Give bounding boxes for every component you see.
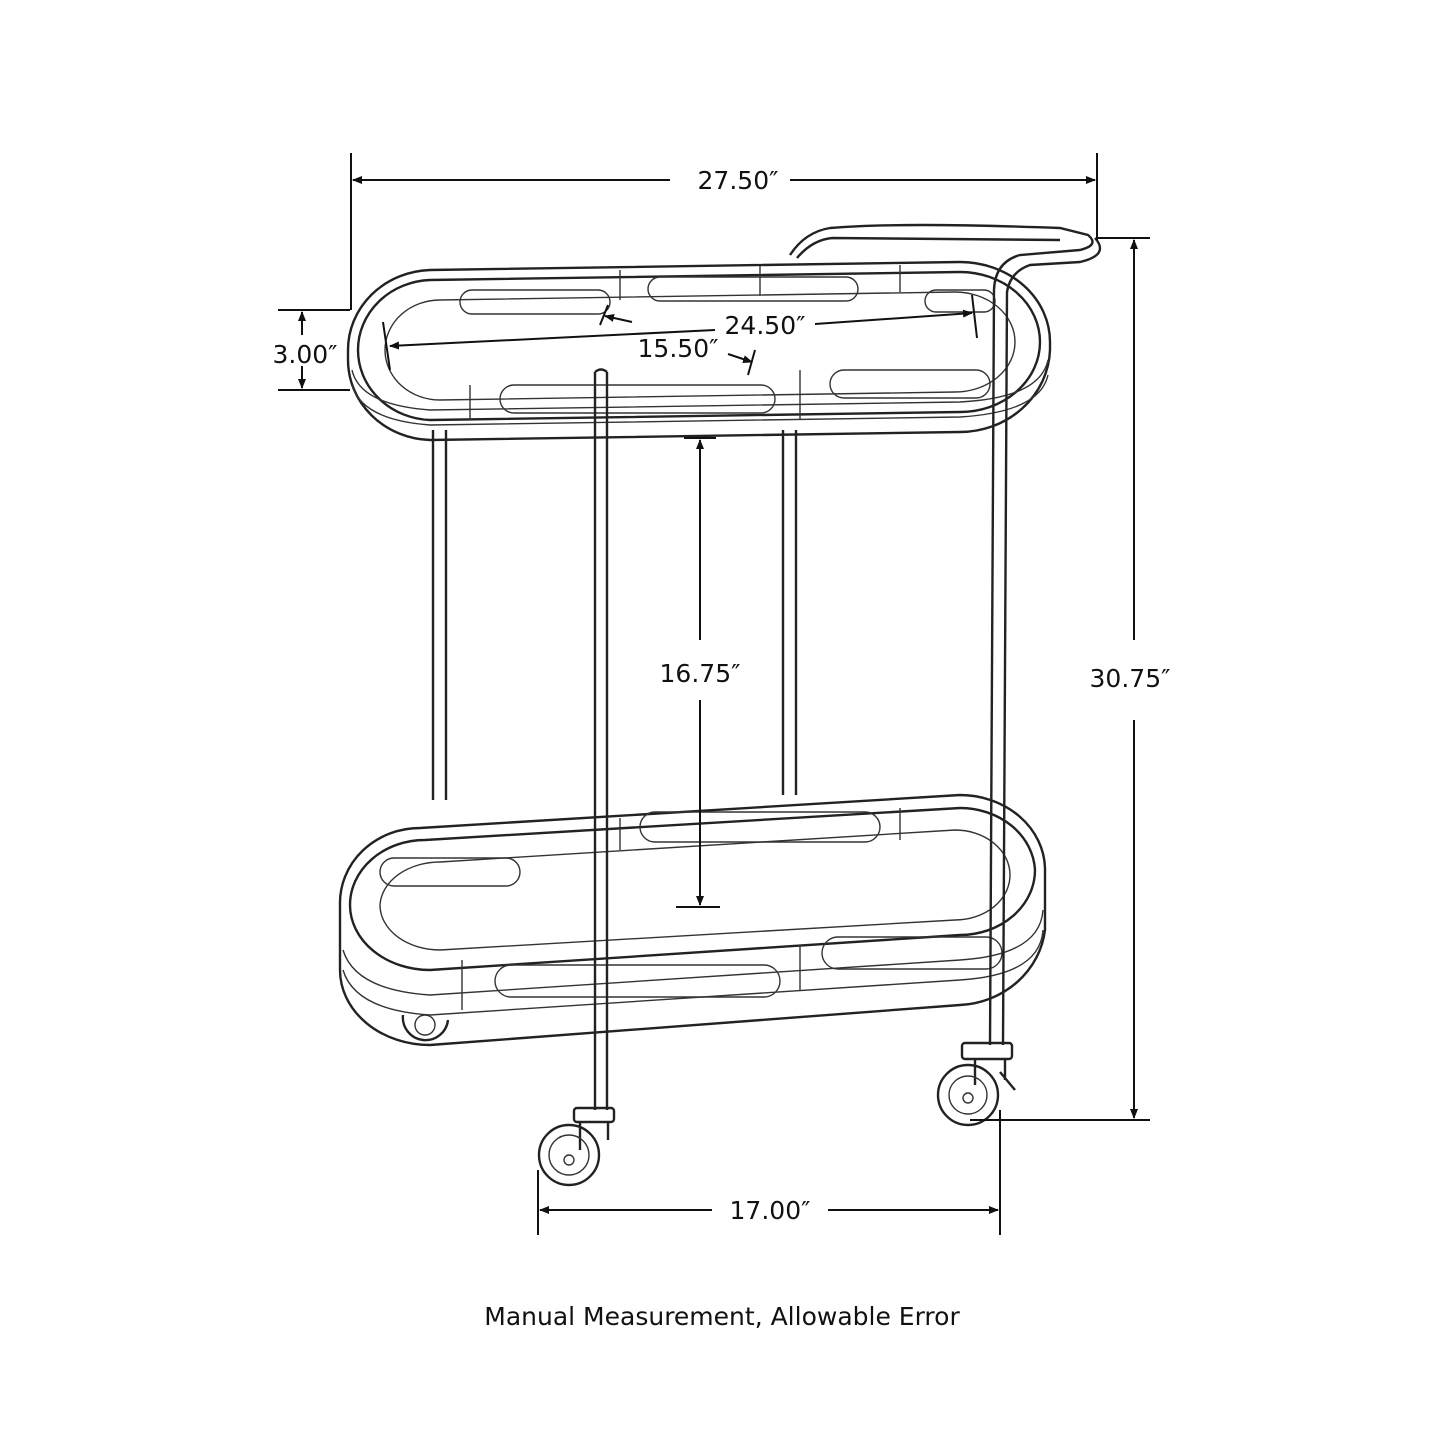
shelf-depth-label: 15.50″: [638, 334, 719, 363]
rail-height-label: 3.00″: [272, 340, 337, 369]
dimension-overall-height: 30.75″: [970, 237, 1171, 1121]
front-left-caster: [537, 1106, 616, 1187]
top-shelf: [346, 260, 1052, 442]
back-left-caster: [401, 1014, 450, 1042]
shelf-spacing-label: 16.75″: [660, 659, 741, 688]
shelf-length-label: 24.50″: [725, 311, 806, 340]
back-legs: [431, 430, 798, 800]
front-right-caster: [936, 1041, 1016, 1127]
overall-width-label: 27.50″: [698, 166, 779, 195]
caption: Manual Measurement, Allowable Error: [484, 1302, 960, 1331]
front-leg: [593, 368, 609, 1110]
overall-height-label: 30.75″: [1090, 664, 1171, 693]
dimension-shelf-length: 24.50″: [382, 294, 978, 371]
dimension-rail-height: 3.00″: [272, 309, 350, 391]
dimension-shelf-depth: 15.50″: [599, 304, 756, 376]
bottom-shelf: [338, 793, 1047, 1047]
wheel-base-label: 17.00″: [730, 1196, 811, 1225]
dimension-overall-width: 27.50″: [350, 153, 1098, 310]
cart-drawing: [338, 223, 1102, 1187]
dimension-shelf-spacing: 16.75″: [660, 437, 741, 908]
dimension-wheel-base: 17.00″: [537, 1110, 1001, 1235]
handle: [788, 223, 1102, 1046]
